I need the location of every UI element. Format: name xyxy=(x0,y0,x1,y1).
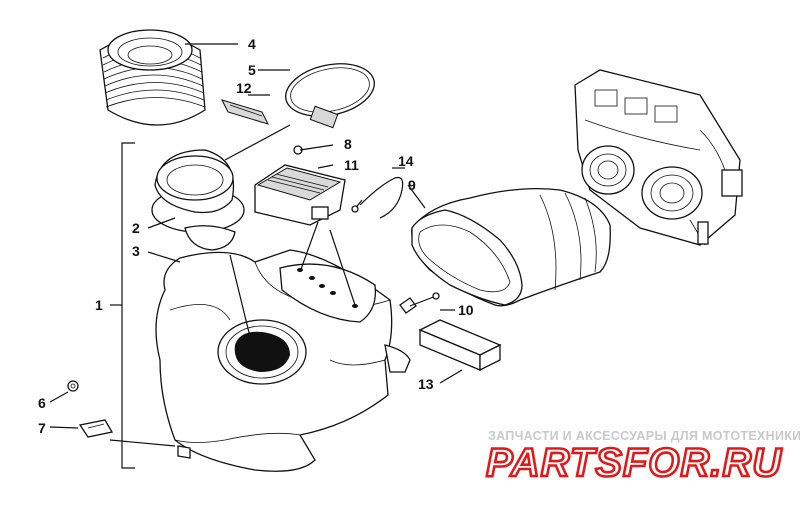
part-airbox-housing xyxy=(155,249,411,472)
part-bracket-7 xyxy=(78,419,114,438)
part-adapter xyxy=(151,149,245,251)
callout-2: 2 xyxy=(132,220,140,236)
callout-5: 5 xyxy=(248,62,256,78)
part-bellows-boot xyxy=(99,29,206,126)
callout-11: 11 xyxy=(344,157,359,173)
callout-3: 3 xyxy=(132,243,140,259)
part-foam-block xyxy=(418,319,502,372)
callout-14: 14 xyxy=(398,153,414,169)
callout-12: 12 xyxy=(236,80,252,96)
callout-8: 8 xyxy=(344,136,352,152)
watermark: ЗАПЧАСТИ И АКСЕССУАРЫ ДЛЯ МОТОТЕХНИКИ PA… xyxy=(485,429,800,486)
callout-6: 6 xyxy=(38,395,46,411)
part-clamp xyxy=(285,63,375,129)
callout-10: 10 xyxy=(458,302,474,318)
callout-1: 1 xyxy=(95,297,103,313)
part-washer-6 xyxy=(67,380,79,392)
part-bolt xyxy=(399,292,440,314)
callout-7: 7 xyxy=(38,420,46,436)
part-filter-box xyxy=(254,164,346,226)
callout-4: 4 xyxy=(248,36,256,52)
assembly-bracket xyxy=(110,142,135,469)
part-hose xyxy=(351,176,404,219)
callout-13: 13 xyxy=(418,376,434,392)
watermark-logo: PARTSFOR.RU xyxy=(486,441,782,485)
part-throttle-bodies xyxy=(574,69,743,246)
part-intake-duct xyxy=(411,187,611,307)
leader-lines xyxy=(49,43,463,447)
callout-labels: 4 5 12 8 11 14 9 2 3 1 10 13 6 7 xyxy=(38,36,474,436)
part-strip xyxy=(221,99,269,125)
callout-9: 9 xyxy=(408,177,416,193)
watermark-tagline: ЗАПЧАСТИ И АКСЕССУАРЫ ДЛЯ МОТОТЕХНИКИ xyxy=(488,429,800,443)
